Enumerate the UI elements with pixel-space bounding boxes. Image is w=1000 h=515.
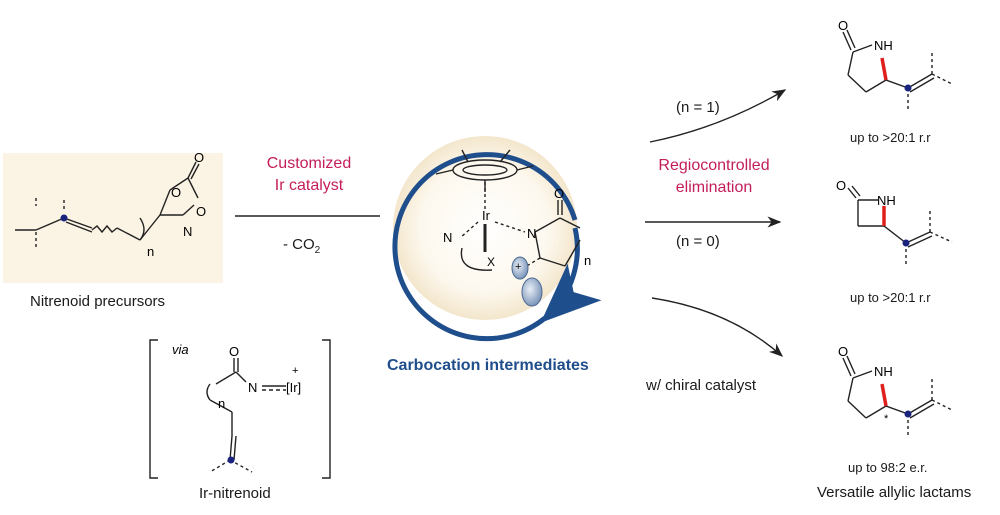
condition-chiral: w/ chiral catalyst [646, 377, 757, 394]
product1-nh: NH [874, 38, 893, 53]
cycle-subscript-n: n [584, 253, 591, 268]
product3-molecule [842, 355, 953, 438]
precursor-label: Nitrenoid precursors [30, 293, 166, 310]
product1-red-bond [880, 57, 888, 81]
product2-o: O [836, 178, 846, 193]
step1-catalyst-line2: Ir catalyst [274, 177, 344, 194]
product1-ratio: up to >20:1 r.r [850, 130, 931, 145]
step1-catalyst: Customized Ir catalyst [236, 153, 382, 197]
byproduct-subscript: 2 [314, 245, 321, 256]
step1-catalyst-line1: Customized [266, 155, 352, 172]
product3-stereo-mark: * [884, 413, 889, 425]
p-orbital-top [511, 256, 529, 280]
step1-byproduct: - CO2 [283, 236, 320, 256]
intermediate-via: via [172, 342, 189, 357]
condition-n1: (n = 1) [676, 99, 720, 116]
product1-o: O [838, 18, 848, 33]
product3-o: O [838, 344, 848, 359]
precursor-molecule [15, 161, 200, 250]
product3-nh: NH [874, 364, 893, 379]
intermediate-molecule [149, 339, 331, 479]
cycle-lactam-n: N [527, 226, 536, 241]
intermediate-ir: [Ir] [286, 380, 301, 395]
precursor-ring-o: O [171, 185, 181, 200]
p-orbital-bottom [521, 277, 543, 307]
intermediate-plus: + [292, 365, 298, 377]
product2-nh: NH [877, 193, 896, 208]
precursor-carbonyl-o: O [194, 150, 204, 165]
condition-n0: (n = 0) [676, 233, 720, 250]
cycle-charge: + [515, 261, 521, 273]
intermediate-o: O [229, 344, 239, 359]
product3-ratio: up to 98:2 e.r. [848, 460, 928, 475]
cycle-label: Carbocation intermediates [387, 357, 589, 374]
cp-star-ligand [435, 149, 581, 271]
byproduct-text: - CO [283, 236, 315, 253]
stereo-dot [60, 214, 68, 222]
product1-molecule [842, 29, 953, 112]
cycle-arrow [392, 152, 578, 342]
cycle-lactam-o: O [554, 186, 564, 201]
intermediate-subscript-n: n [218, 396, 225, 411]
cycle-x: X [487, 255, 495, 269]
precursor-ring-n: N [183, 224, 192, 239]
intermediate-label: Ir-nitrenoid [199, 485, 271, 502]
step2-line2: elimination [675, 179, 753, 196]
step2-label: Regiocontrolled elimination [636, 155, 792, 199]
cycle-ir: Ir [482, 208, 491, 223]
precursor-subscript-n: n [147, 244, 154, 259]
precursor-box [3, 153, 223, 283]
product2-ratio: up to >20:1 r.r [850, 290, 931, 305]
product3-red-bond [880, 383, 888, 407]
cycle-n-left: N [443, 230, 452, 245]
products-caption: Versatile allylic lactams [817, 484, 972, 501]
product2-molecule [847, 185, 953, 264]
step2-line1: Regiocontrolled [658, 157, 770, 174]
cycle-arrowhead [540, 227, 602, 323]
intermediate-n: N [248, 380, 257, 395]
arrow-chiral [651, 297, 784, 357]
arrow-n1 [649, 89, 787, 143]
precursor-ring-o2: O [196, 204, 206, 219]
